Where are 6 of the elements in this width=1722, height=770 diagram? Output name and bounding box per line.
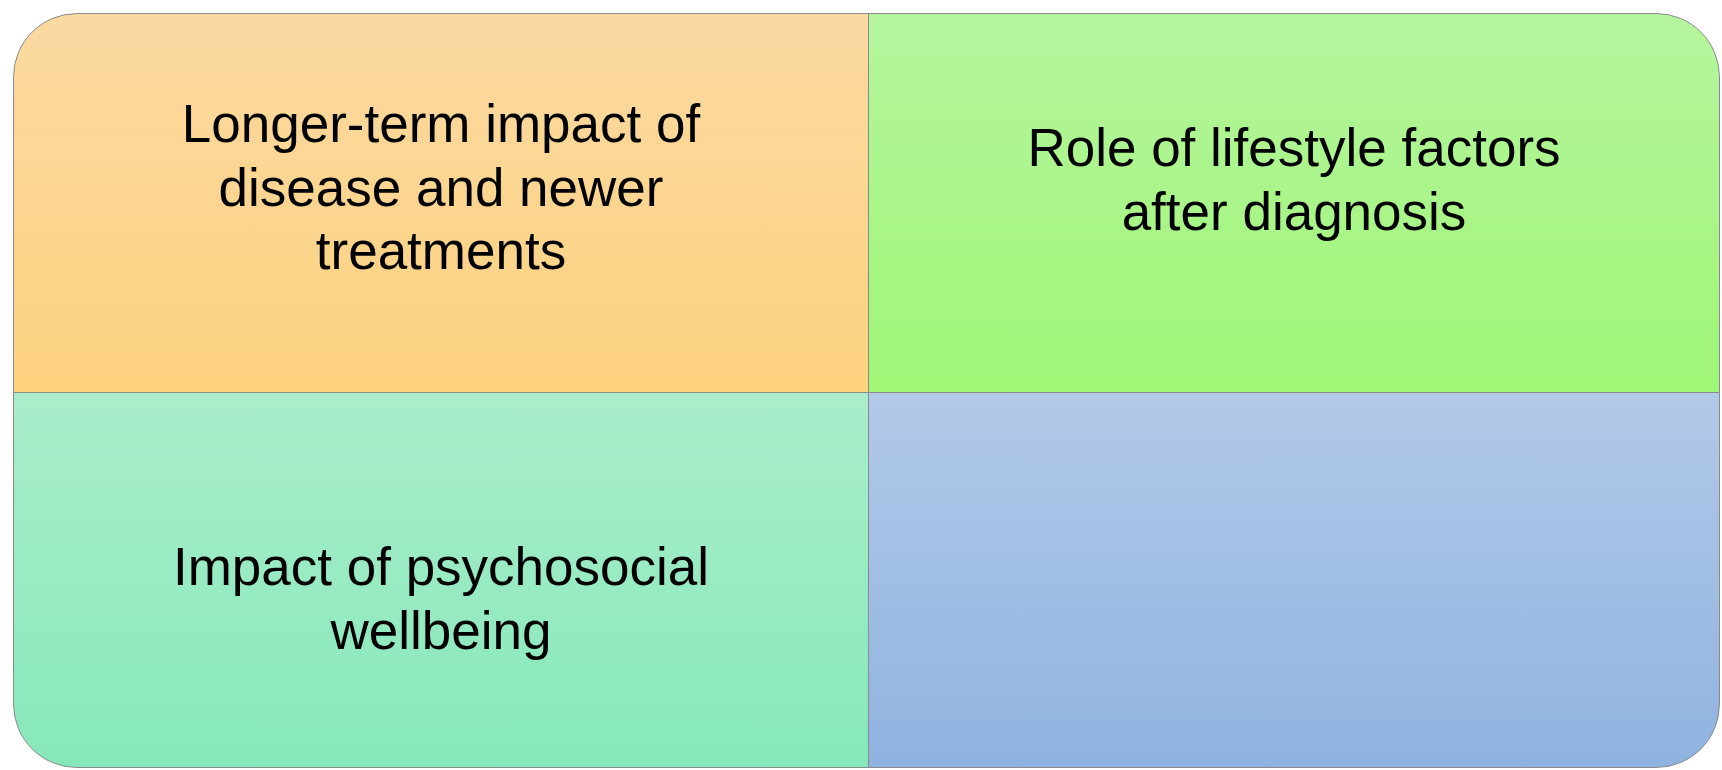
quadrant-label: Impact of psychosocial wellbeing [171, 536, 711, 662]
quadrant-box [868, 13, 1720, 393]
quadrant-box [13, 13, 869, 393]
quadrant-label: Longer-term impact of disease and newer treatments [180, 93, 702, 283]
quadrant-box [13, 392, 869, 768]
quadrant-label: Role of lifestyle factors after diagnosis [1026, 117, 1562, 243]
